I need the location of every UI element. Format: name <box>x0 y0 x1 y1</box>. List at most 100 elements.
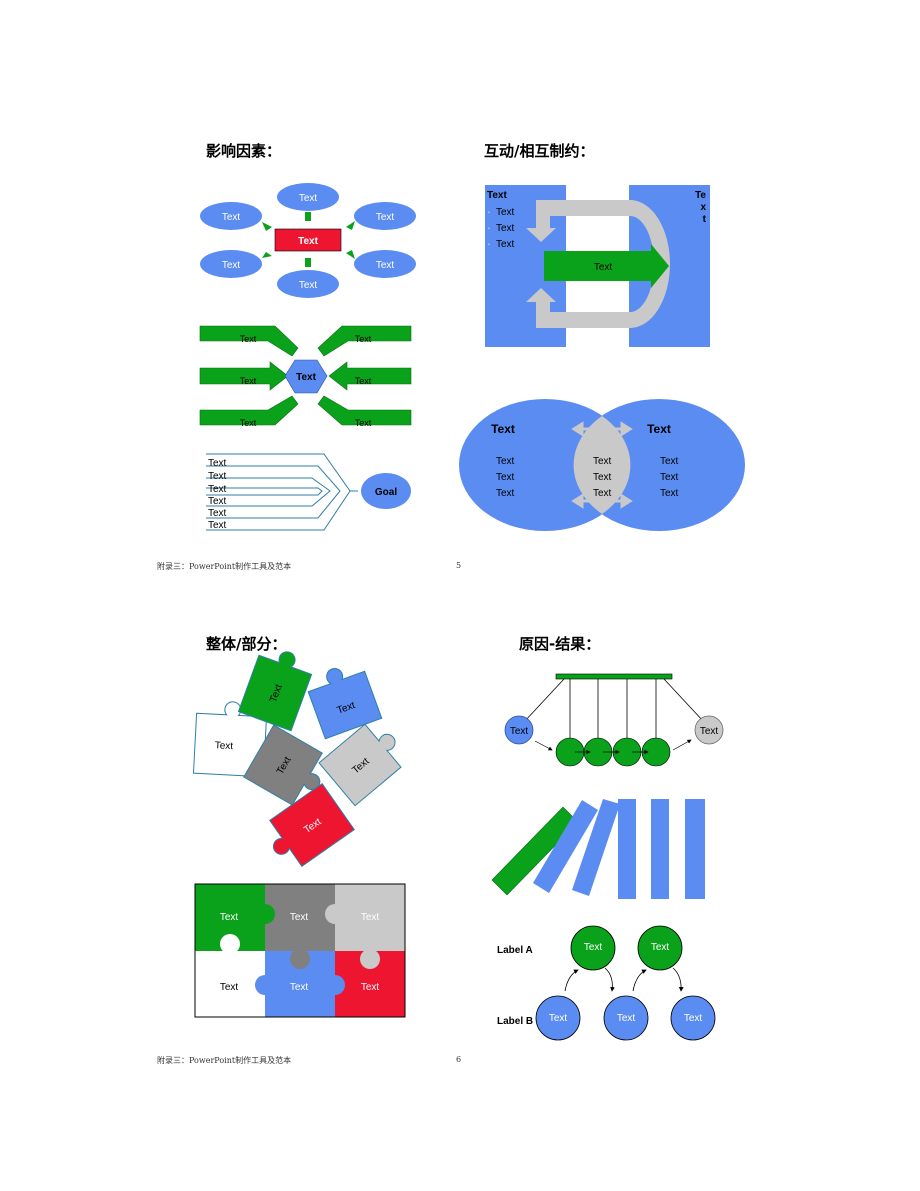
step-arrow <box>604 967 615 992</box>
arrow-label: Text <box>355 334 372 344</box>
venn-right-item: Text <box>660 488 679 499</box>
arrow-left-mid <box>199 361 289 391</box>
funnel-line <box>206 465 341 519</box>
grid-label: Text <box>220 912 239 923</box>
puzzle-knob <box>290 949 310 969</box>
grid-label: Text <box>290 912 309 923</box>
forward-arrow <box>544 244 669 288</box>
influence-title: 影响因素： <box>206 142 282 160</box>
arrow-label: Text <box>355 418 372 428</box>
step-circle-bottom <box>670 995 716 1041</box>
grid-label: Text <box>361 912 380 923</box>
cradle-ball-label: Text <box>700 726 719 737</box>
venn-arrowhead <box>620 493 633 509</box>
step-label: Text <box>651 942 670 953</box>
page5-number: 5 <box>456 561 462 570</box>
cause-title: 原因-结果： <box>519 635 601 653</box>
step-circle-top <box>637 925 683 971</box>
left-bullet: Text <box>496 223 515 234</box>
arrow-label: Text <box>240 376 257 386</box>
grid-cell-white <box>195 951 265 1017</box>
oval-label: Text <box>222 212 241 223</box>
step-label: Text <box>617 1013 636 1024</box>
cradle-bar <box>555 673 673 680</box>
label-a: Label A <box>497 945 533 956</box>
connector-arrow <box>262 222 272 231</box>
cradle-ball-right <box>694 715 724 745</box>
return-arrow-stem-up <box>536 302 550 328</box>
funnel-line <box>206 477 331 507</box>
venn-mid-item: Text <box>593 472 612 483</box>
puzzle-piece-green: Text <box>237 651 313 732</box>
influence-oval <box>200 250 262 278</box>
cradle-ball-left <box>504 715 534 745</box>
bullet-dot: • <box>488 210 490 216</box>
page6-number: 6 <box>456 1055 462 1064</box>
alternating-steps-diagram: Label A Label B Text Text Text Text Text <box>497 925 716 1041</box>
venn-arrowhead <box>571 421 584 437</box>
wholepart-title: 整体/部分： <box>206 635 287 653</box>
connector-arrow <box>262 252 272 258</box>
goal-label: Goal <box>375 487 397 498</box>
influence-oval <box>277 270 339 298</box>
influence-center-box <box>274 228 342 252</box>
arrow-left-bottom <box>199 395 299 426</box>
venn-left-head: Text <box>491 422 515 436</box>
bullet-dot: • <box>488 226 490 232</box>
step-arrow <box>672 967 684 992</box>
arrow-right-bottom <box>317 395 412 426</box>
puzzle-piece-gray: Text <box>243 724 323 806</box>
page5-footer: 附录三：PowerPoint制作工具及范本 <box>157 562 292 571</box>
scattered-puzzle-diagram: Text Text Text Text Text Text <box>192 651 402 867</box>
connector-arrow <box>346 250 355 259</box>
return-arrow-up <box>526 288 556 302</box>
oval-label: Text <box>376 212 395 223</box>
right-panel-head: Te <box>695 190 706 201</box>
arrow-label: Text <box>240 334 257 344</box>
arrow-left-top <box>199 325 299 357</box>
puzzle-knob <box>325 904 345 924</box>
cradle-ball-label: Text <box>510 726 529 737</box>
connector-arrow <box>305 258 311 267</box>
left-panel-head: Text <box>487 190 507 201</box>
converging-arrows-diagram: Text Text Text Text Text Text Text <box>199 325 412 428</box>
oval-label: Text <box>376 260 395 271</box>
grid-border <box>194 883 406 1018</box>
puzzle-knob <box>360 949 380 969</box>
bullet-dot: • <box>488 242 490 248</box>
step-arrow <box>632 969 647 992</box>
newton-cradle-diagram: Text Text <box>504 673 724 767</box>
venn-right-item: Text <box>660 456 679 467</box>
goal-funnel-diagram <box>206 453 358 531</box>
puzzle-piece-red: Text <box>269 783 355 867</box>
arrow-label: Text <box>355 376 372 386</box>
return-arrow-stem <box>536 200 550 228</box>
influence-oval <box>354 202 416 230</box>
funnel-label: Text <box>208 484 227 495</box>
interaction-title: 互动/相互制约： <box>484 142 595 160</box>
venn-left-item: Text <box>496 472 515 483</box>
funnel-label: Text <box>208 496 227 507</box>
venn-left-item: Text <box>496 488 515 499</box>
puzzle-grid-diagram: Text Text Text Text Text Text <box>194 883 406 1018</box>
puzzle-knob <box>325 975 345 995</box>
arrow-right-mid <box>328 361 412 391</box>
goal-oval <box>361 473 411 509</box>
domino <box>651 799 669 899</box>
influence-center-label: Text <box>298 236 318 247</box>
arrow-right-top <box>317 325 412 357</box>
connector-arrow <box>305 212 311 221</box>
step-label: Text <box>584 942 603 953</box>
page6-footer: 附录三：PowerPoint制作工具及范本 <box>157 1056 292 1065</box>
funnel-label: Text <box>208 520 227 531</box>
venn-arrowhead <box>620 421 633 437</box>
puzzle-piece-blue: Text <box>307 668 383 740</box>
funnel-label: Text <box>208 471 227 482</box>
puzzle-knob <box>220 934 240 954</box>
right-panel-head: x <box>700 202 706 213</box>
grid-label: Text <box>290 982 309 993</box>
return-path <box>548 200 670 328</box>
funnel-label: Text <box>208 458 227 469</box>
connector-arrow <box>346 221 355 230</box>
goal-funnel-labels: Text Text Text Text Text Text Goal <box>208 458 411 531</box>
